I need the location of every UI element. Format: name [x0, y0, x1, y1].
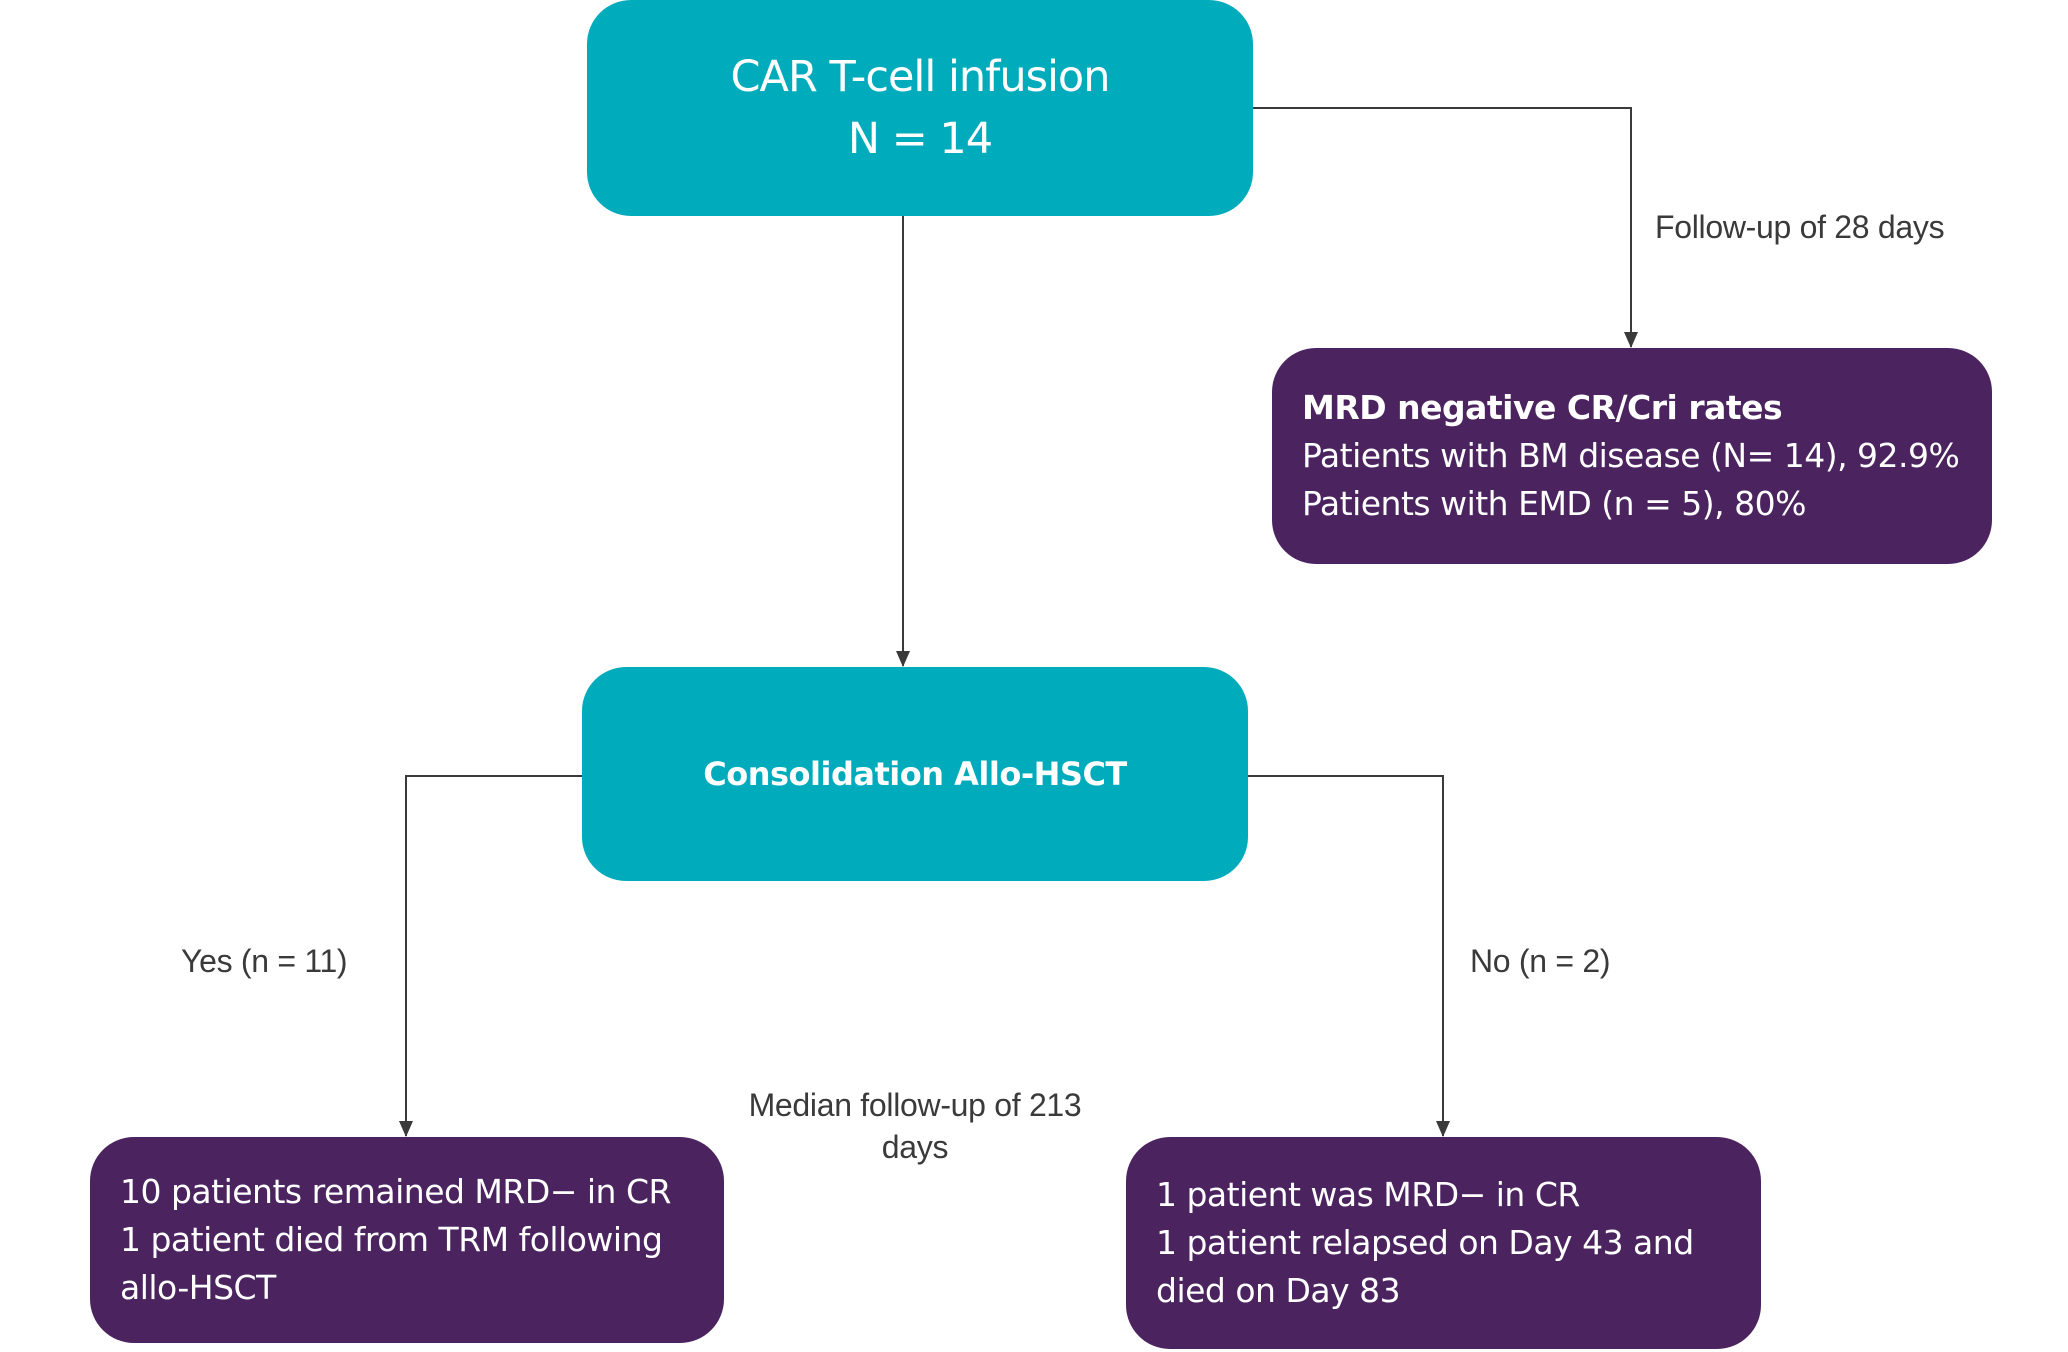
- arrowhead-icon: [1624, 332, 1638, 348]
- node-no-line-2: 1 patient relapsed on Day 43 and: [1156, 1223, 1694, 1262]
- node-consolidation-allo-hsct: Consolidation Allo-HSCT: [582, 667, 1248, 881]
- node-no-line-3: died on Day 83: [1156, 1271, 1401, 1310]
- node-yes-line-2: 1 patient died from TRM following: [120, 1220, 663, 1259]
- median-followup-line-1: Median follow-up of 213: [748, 1087, 1082, 1123]
- edge-label-followup-28-days: Follow-up of 28 days: [1655, 209, 1945, 245]
- node-yes-line-1: 10 patients remained MRD− in CR: [120, 1172, 671, 1211]
- arrowhead-icon: [896, 651, 910, 667]
- node-mrd-title: MRD negative CR/Cri rates: [1302, 388, 1783, 427]
- node-mrd-negative-rates: MRD negative CR/Cri rates Patients with …: [1272, 348, 1992, 564]
- node-no-outcome: 1 patient was MRD− in CR 1 patient relap…: [1126, 1137, 1761, 1349]
- arrowhead-icon: [399, 1121, 413, 1137]
- connector-consolidation-to-no: [1248, 775, 1444, 1136]
- node-car-t-infusion: CAR T-cell infusion N = 14: [587, 0, 1253, 216]
- node-mrd-bm-disease: Patients with BM disease (N= 14), 92.9%: [1302, 436, 1960, 475]
- node-mrd-emd: Patients with EMD (n = 5), 80%: [1302, 484, 1806, 523]
- connector-infusion-to-mrd: [1253, 107, 1632, 347]
- node-no-line-1: 1 patient was MRD− in CR: [1156, 1175, 1580, 1214]
- edge-label-yes: Yes (n = 11): [181, 943, 348, 979]
- connector-consolidation-to-yes: [405, 775, 582, 1136]
- node-yes-line-3: allo-HSCT: [120, 1268, 276, 1307]
- node-consolidation-label: Consolidation Allo-HSCT: [703, 755, 1127, 793]
- median-followup-line-2: days: [881, 1129, 949, 1165]
- arrowhead-icon: [1436, 1121, 1450, 1137]
- node-yes-outcome: 10 patients remained MRD− in CR 1 patien…: [90, 1137, 724, 1343]
- node-car-t-infusion-count: N = 14: [847, 114, 993, 164]
- edge-label-no: No (n = 2): [1470, 943, 1611, 979]
- edge-label-median-followup: Median follow-up of 213 days: [700, 1084, 1130, 1168]
- node-car-t-infusion-title: CAR T-cell infusion: [730, 52, 1111, 102]
